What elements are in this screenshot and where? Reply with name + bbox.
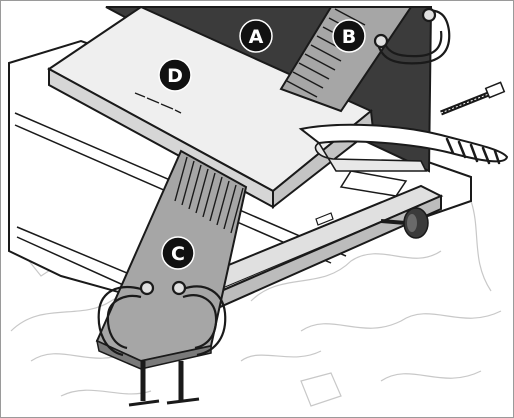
callout-d-label: D <box>167 65 183 87</box>
adjustment-knob <box>380 207 429 239</box>
callout-a-label: A <box>249 26 264 48</box>
callout-d: D <box>158 58 192 92</box>
callout-b-label: B <box>342 26 356 48</box>
board-label-mark <box>134 92 182 114</box>
callout-c: C <box>161 236 195 270</box>
fence-lock-handle <box>298 123 509 172</box>
tension-rod <box>440 81 506 116</box>
callout-b: B <box>332 19 366 53</box>
callout-a: A <box>239 19 273 53</box>
table-clamps <box>97 280 227 407</box>
fence-clamp <box>373 7 451 65</box>
featherboard-on-fence <box>279 6 413 113</box>
callout-c-label: C <box>171 243 185 265</box>
